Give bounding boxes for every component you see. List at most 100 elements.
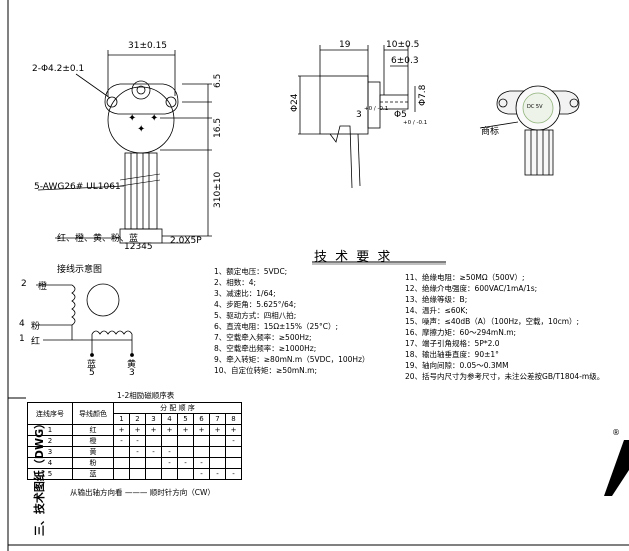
req-item: 5、驱动方式：四相八拍; xyxy=(214,311,297,320)
cell: + xyxy=(177,424,194,436)
req-item: 18、输出轴垂直度：90±1° xyxy=(405,350,499,359)
req-item: 8、空载牵出频率：≥1000Hz; xyxy=(214,344,317,353)
step-header: 7 xyxy=(209,413,226,425)
dim-shaft-diameter-tol: +0 / -0.1 xyxy=(403,120,428,126)
cell: - xyxy=(193,468,210,480)
requirements-left: 1、额定电压：5VDC; 2、相数：4; 3、减速比：1/64; 4、步距角：5… xyxy=(214,266,370,376)
cell xyxy=(225,446,242,458)
dim-flat-length: 6±0.3 xyxy=(391,56,419,66)
step-header: 6 xyxy=(193,413,210,425)
cell: - xyxy=(177,457,194,469)
motor-photo xyxy=(479,85,580,176)
row-color: 粉 xyxy=(72,457,114,469)
cell xyxy=(193,435,210,447)
row-color: 蓝 xyxy=(72,468,114,480)
excitation-table: 连线序号 导线颜色 分 配 顺 序 1 2 3 4 5 6 7 8 1 红 + … xyxy=(27,402,242,480)
req-item: 14、温升：≤60K; xyxy=(405,306,468,315)
req-item: 17、端子引角规格：5P*2.0 xyxy=(405,339,500,348)
cell xyxy=(177,446,194,458)
req-item: 10、自定位转矩：≥50mN.m; xyxy=(214,366,318,375)
cell: - xyxy=(145,446,162,458)
logo-fragment xyxy=(604,440,629,496)
req-item: 4、步距角：5.625°/64; xyxy=(214,300,297,309)
col-order: 分 配 顺 序 xyxy=(113,402,242,414)
cell: + xyxy=(129,424,146,436)
wire-num-pink: 4 xyxy=(19,319,25,329)
wiring-diagram xyxy=(36,283,134,357)
cell: - xyxy=(225,435,242,447)
side-view xyxy=(298,45,416,189)
table-row: 3 黄 - - - xyxy=(27,446,242,458)
requirements-right: 11、绝缘电阻：≥50MΩ（500V）; 12、绝缘介电强度：600VAC/1m… xyxy=(405,272,604,382)
dim-width: 31±0.15 xyxy=(128,41,168,51)
wire-label-blue: 蓝 xyxy=(87,360,97,370)
wire-numbers: 12345 xyxy=(124,242,153,252)
cell: + xyxy=(193,424,210,436)
col-color: 导线颜色 xyxy=(72,402,114,425)
cell: - xyxy=(209,468,226,480)
req-item: 9、牵入转矩：≥80mN.m（5VDC，100Hz） xyxy=(214,355,370,364)
side-title: 三、技术图纸（DWG） xyxy=(33,417,46,537)
dim-cable-length: 310±10 xyxy=(213,171,223,208)
cell xyxy=(209,457,226,469)
cell: + xyxy=(209,424,226,436)
cell xyxy=(225,457,242,469)
step-header: 3 xyxy=(145,413,162,425)
req-item: 2、相数：4; xyxy=(214,278,257,287)
front-view: ✦ ✦ ✦ xyxy=(37,50,212,244)
step-header: 4 xyxy=(161,413,178,425)
dim-flat-height: Φ7.8 xyxy=(418,84,428,106)
step-header: 5 xyxy=(177,413,194,425)
dim-shaft-diameter: Φ5 xyxy=(394,110,407,120)
cell: - xyxy=(161,446,178,458)
cell: + xyxy=(145,424,162,436)
wire-num-yellow: 3 xyxy=(129,368,135,378)
cell: - xyxy=(113,435,130,447)
wire-num-red: 1 xyxy=(19,334,25,344)
cell xyxy=(145,435,162,447)
req-item: 1、额定电压：5VDC; xyxy=(214,267,288,276)
wire-label-orange: 橙 xyxy=(38,282,48,292)
cell xyxy=(113,457,130,469)
dim-hole: 2-Φ4.2±0.1 xyxy=(32,64,85,74)
svg-text:✦: ✦ xyxy=(137,124,145,135)
registered-mark: ® xyxy=(612,428,620,437)
req-item: 3、减速比：1/64; xyxy=(214,289,276,298)
svg-text:✦: ✦ xyxy=(128,113,136,124)
connector-spec: 2.0X5P xyxy=(170,236,202,246)
cell xyxy=(129,468,146,480)
wire-num-blue: 5 xyxy=(89,368,95,378)
wire-colors: 红、橙、黄、粉、蓝 xyxy=(57,234,139,244)
cell: + xyxy=(113,424,130,436)
motor-label-text: DC 5V xyxy=(527,104,543,110)
cell: - xyxy=(225,468,242,480)
step-header: 1 xyxy=(113,413,130,425)
dim-body-length: 19 xyxy=(339,40,351,50)
req-item: 13、绝缘等级：B; xyxy=(405,295,468,304)
dim-6-5: 6.5 xyxy=(213,73,223,88)
wire-num-orange: 2 xyxy=(21,279,27,289)
cell xyxy=(145,457,162,469)
table-row: 2 橙 - - - xyxy=(27,435,242,447)
wire-spec: 5-AWG26# UL1061 xyxy=(34,182,121,192)
cell xyxy=(177,468,194,480)
requirements-title: 技 术 要 求 xyxy=(314,250,393,265)
cell xyxy=(161,468,178,480)
dim-16-5: 16.5 xyxy=(213,117,223,138)
wire-label-yellow: 黄 xyxy=(127,360,137,370)
req-item: 20、括号内尺寸为参考尺寸，未注公差按GB/T1804-m级。 xyxy=(405,372,605,381)
table-row: 5 蓝 - - - xyxy=(27,468,242,480)
dim-diameter: Φ24 xyxy=(290,93,300,112)
cell xyxy=(113,468,130,480)
wire-label-red: 红 xyxy=(31,337,41,347)
wiring-title: 接线示意图 xyxy=(57,265,103,275)
step-header: 2 xyxy=(129,413,146,425)
row-color: 红 xyxy=(72,424,114,436)
cell xyxy=(129,457,146,469)
cell: - xyxy=(129,435,146,447)
cell: - xyxy=(161,457,178,469)
cell xyxy=(145,468,162,480)
dim-flat-width: 3 xyxy=(356,110,362,120)
req-item: 16、摩擦力矩：60～294mN.m; xyxy=(405,328,517,337)
req-item: 7、空载牵入频率：≥500Hz; xyxy=(214,333,312,342)
